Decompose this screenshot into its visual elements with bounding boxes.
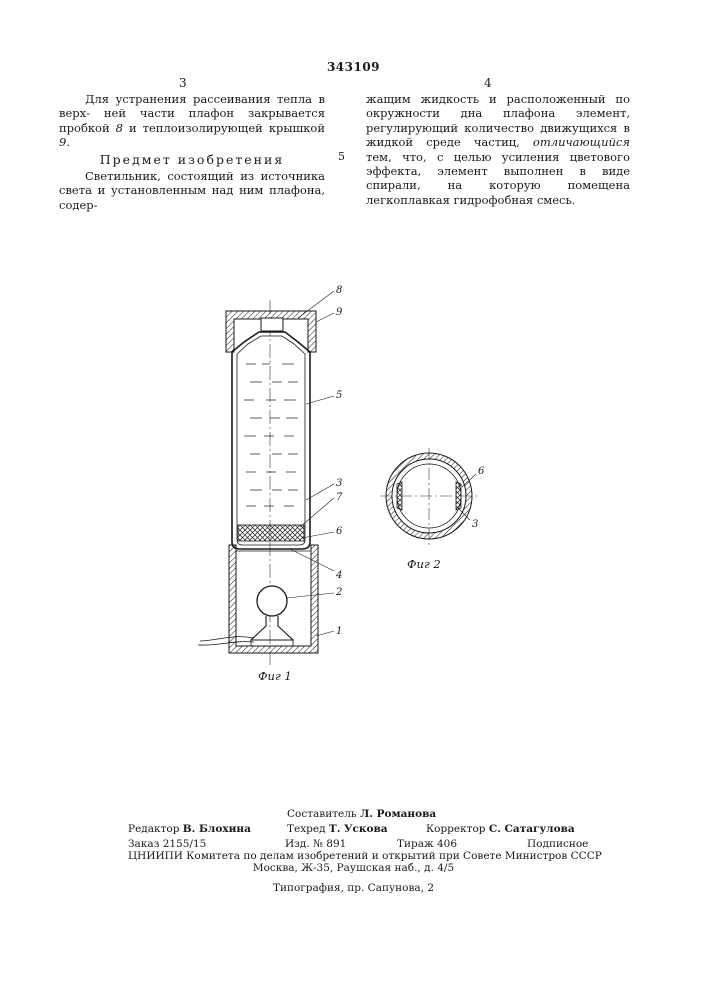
fig1-label-5: 5 [336,390,342,401]
corrector-line: Корректор С. Сатагулова [426,823,575,836]
liquid-marks [244,364,298,506]
stopper [261,318,283,331]
fig1-label-6: 6 [336,526,343,537]
fig1-label-4: 4 [335,570,342,581]
corrector-name: С. Сатагулова [489,823,575,835]
izd-number: Изд. № 891 [285,838,346,851]
figure-2: 6 3 [380,448,485,545]
fig1-label-1: 1 [336,626,342,637]
shade-inner-wall [237,336,305,545]
corrector-label: Корректор [426,823,486,835]
fig1-label-9: 9 [336,307,343,318]
spiral-element [238,525,304,541]
techred-name: Т. Ускова [329,823,388,835]
figure-1: 8 9 5 3 7 6 4 2 1 [198,285,343,665]
bulb [257,586,287,616]
editor-name: В. Блохина [183,823,251,835]
fig2-label-6: 6 [478,466,485,477]
printer-line: Типография, пр. Сапунова, 2 [0,882,707,895]
fig1-label-2: 2 [335,587,342,598]
order-number: Заказ 2155/15 [128,838,206,851]
fig1-caption: Фиг 1 [258,669,292,683]
fig2-label-3: 3 [472,519,478,530]
compiler-line: Составитель Л. Романова [287,808,436,821]
org-line: ЦНИИПИ Комитета по делам изобретений и о… [128,850,602,863]
podpisnoe: Подписное [527,838,588,851]
fig1-label-7: 7 [336,492,343,503]
tirazh: Тираж 406 [397,838,457,851]
power-wire [200,637,254,641]
fig1-label-3: 3 [336,478,342,489]
editor-label: Редактор [128,823,179,835]
techred-label: Техред [287,823,326,835]
shade-outline [232,332,310,549]
fig1-label-8: 8 [336,285,342,296]
techred-line: Техред Т. Ускова [287,823,388,836]
address-line: Москва, Ж-35, Раушская наб., д. 4/5 [0,862,707,875]
bulb-socket [251,616,293,640]
compiler-name: Л. Романова [360,808,436,820]
fig2-caption: Фиг 2 [407,557,441,571]
compiler-label: Составитель [287,808,357,820]
editor-line: Редактор В. Блохина [128,823,251,836]
